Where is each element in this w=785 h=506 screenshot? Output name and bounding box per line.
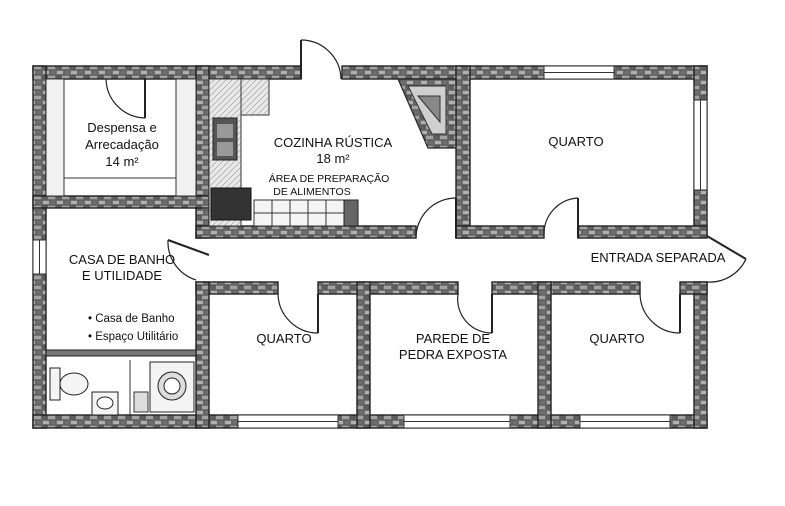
bathroom-item-2: • Espaço Utilitário bbox=[88, 331, 178, 343]
sink-icon bbox=[91, 391, 119, 416]
fireplace-icon bbox=[397, 78, 457, 149]
bedroom-left-label: QUARTO bbox=[256, 331, 311, 346]
bedroom-right-label: QUARTO bbox=[589, 331, 644, 346]
stone-room-label-line1: PAREDE DE bbox=[416, 331, 490, 346]
kitchen-label: COZINHA RÚSTICA bbox=[274, 135, 393, 150]
toilet-icon bbox=[49, 367, 89, 401]
prep-area-label-line2: DE ALIMENTOS bbox=[273, 186, 350, 198]
room-labels: Despensa e Arrecadação 14 m² COZINHA RÚS… bbox=[69, 120, 726, 362]
doors bbox=[105, 39, 747, 334]
kitchen-fixtures bbox=[208, 78, 457, 227]
bathroom-fixtures bbox=[49, 360, 195, 416]
stove-icon bbox=[212, 117, 238, 161]
bathroom-label-line1: CASA DE BANHO bbox=[69, 252, 175, 267]
bedroom-top-label: QUARTO bbox=[548, 134, 603, 149]
bathroom-item-1: • Casa de Banho bbox=[88, 313, 175, 325]
interior-walls bbox=[32, 65, 708, 429]
washing-machine-icon bbox=[149, 361, 195, 413]
entrance-label: ENTRADA SEPARADA bbox=[591, 250, 726, 265]
pantry-label-line2: Arrecadação bbox=[85, 137, 159, 152]
windows bbox=[32, 65, 708, 429]
kitchen-area: 18 m² bbox=[316, 151, 350, 166]
bathroom-label-line2: E UTILIDADE bbox=[82, 268, 163, 283]
pantry-area: 14 m² bbox=[105, 154, 139, 169]
stone-room-label-line2: PEDRA EXPOSTA bbox=[399, 347, 507, 362]
pantry-label-line1: Despensa e bbox=[87, 120, 156, 135]
prep-area-label-line1: ÁREA DE PREPARAÇÃO bbox=[269, 172, 390, 185]
pantry-shelves bbox=[45, 78, 197, 197]
